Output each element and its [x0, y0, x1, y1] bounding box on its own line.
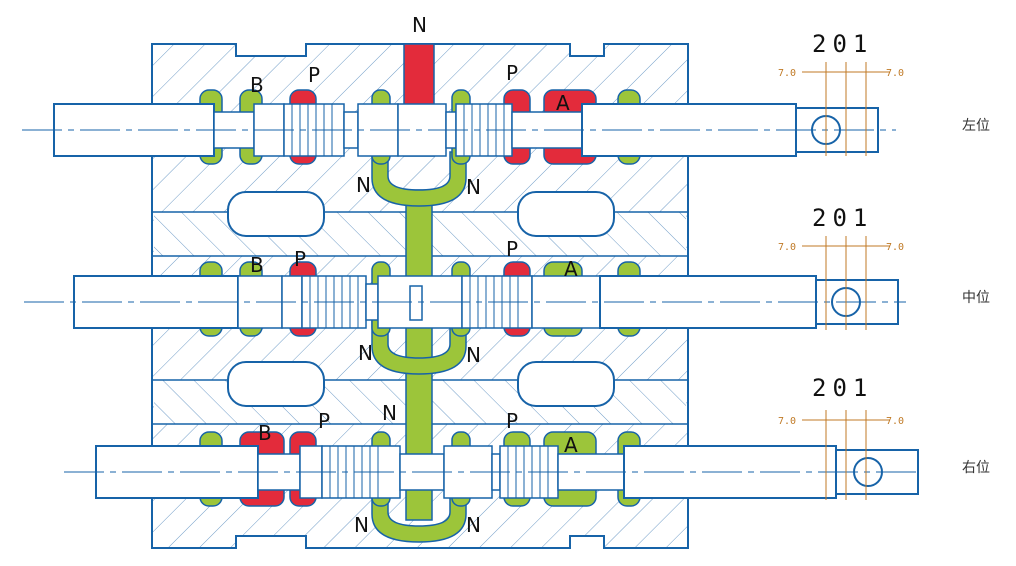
row1-position-label: 左位 [962, 118, 990, 134]
row1-port-a-label: A [556, 91, 570, 115]
top-n-label: N [412, 13, 427, 37]
row1-dim-left: 7.0 [778, 68, 796, 79]
row1-dim-right: 7.0 [886, 68, 904, 79]
row3-n-left-label: N [354, 513, 369, 537]
row2-port-p-right-label: P [506, 237, 518, 261]
row3-n-upper-label: N [382, 401, 397, 425]
row3-port-b-label: B [258, 421, 272, 445]
valve-row-1 [22, 62, 896, 207]
row3-port-a-label: A [564, 433, 578, 457]
row3-position-label: 右位 [962, 460, 990, 476]
row3-port-p-right-label: P [506, 409, 518, 433]
row2-dim-right: 7.0 [886, 242, 904, 253]
row2-n-left-label: N [358, 341, 373, 365]
row2-port-p-left-label: P [294, 247, 306, 271]
row2-port-a-label: A [564, 257, 578, 281]
valve-row-3 [64, 410, 922, 543]
row3-detent-code: 201 [812, 374, 873, 402]
row3-port-p-left-label: P [318, 409, 330, 433]
row1-n-right-label: N [466, 175, 481, 199]
row2-position-label: 中位 [962, 290, 990, 306]
row2-dim-left: 7.0 [778, 242, 796, 253]
row1-n-left-label: N [356, 173, 371, 197]
row1-port-p-right-label: P [506, 61, 518, 85]
row3-dim-right: 7.0 [886, 416, 904, 427]
row2-port-b-label: B [250, 253, 264, 277]
row1-port-b-label: B [250, 73, 264, 97]
row1-detent-code: 201 [812, 30, 873, 58]
row3-dim-left: 7.0 [778, 416, 796, 427]
row2-n-right-label: N [466, 343, 481, 367]
row2-detent-code: 201 [812, 204, 873, 232]
valve-row-2 [24, 236, 906, 375]
row1-port-p-left-label: P [308, 63, 320, 87]
row3-n-right-label: N [466, 513, 481, 537]
